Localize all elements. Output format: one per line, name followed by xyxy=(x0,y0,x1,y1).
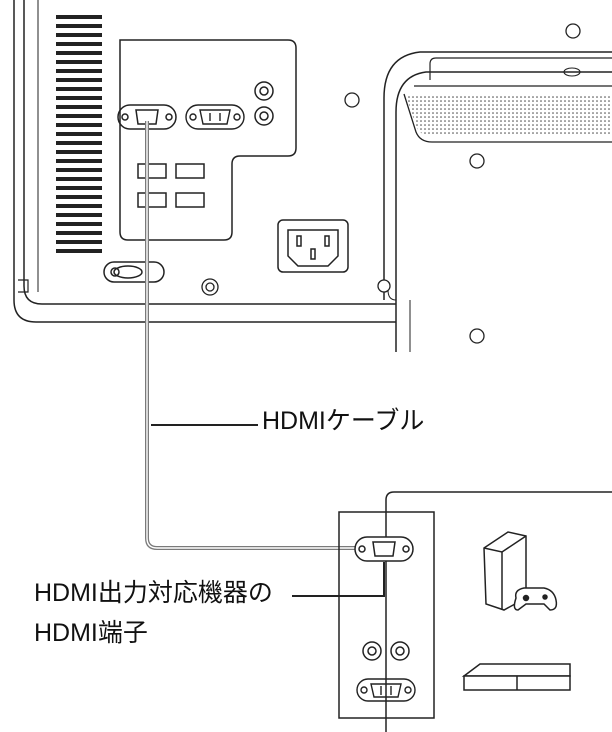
external-device xyxy=(338,491,612,732)
stand-screw xyxy=(377,279,391,293)
device-hdmi-port xyxy=(354,536,414,562)
stand-texture xyxy=(406,96,612,136)
hdmi-cable xyxy=(145,121,360,550)
device-terminal-label-line2: HDMI端子 xyxy=(34,619,148,647)
hdmi-cable-label: HDMIケーブル xyxy=(262,407,425,435)
device-vga-port xyxy=(356,678,416,702)
terminal-panel xyxy=(119,39,297,241)
display-stand xyxy=(383,51,612,352)
device-label-leader xyxy=(292,562,385,597)
cable-clamp xyxy=(103,261,165,283)
display-rear-panel xyxy=(13,0,396,323)
display-vga-port xyxy=(185,104,245,130)
game-console-icon xyxy=(483,531,558,611)
video-player-icon xyxy=(461,663,571,691)
device-audio-jacks xyxy=(362,641,410,661)
vent-grille xyxy=(56,15,102,253)
display-lan-ports xyxy=(137,163,205,208)
ac-inlet xyxy=(277,219,349,273)
screw-holes xyxy=(201,23,581,344)
display-audio-jacks xyxy=(254,81,274,126)
device-terminal-label: HDMI出力対応機器の xyxy=(34,579,273,607)
